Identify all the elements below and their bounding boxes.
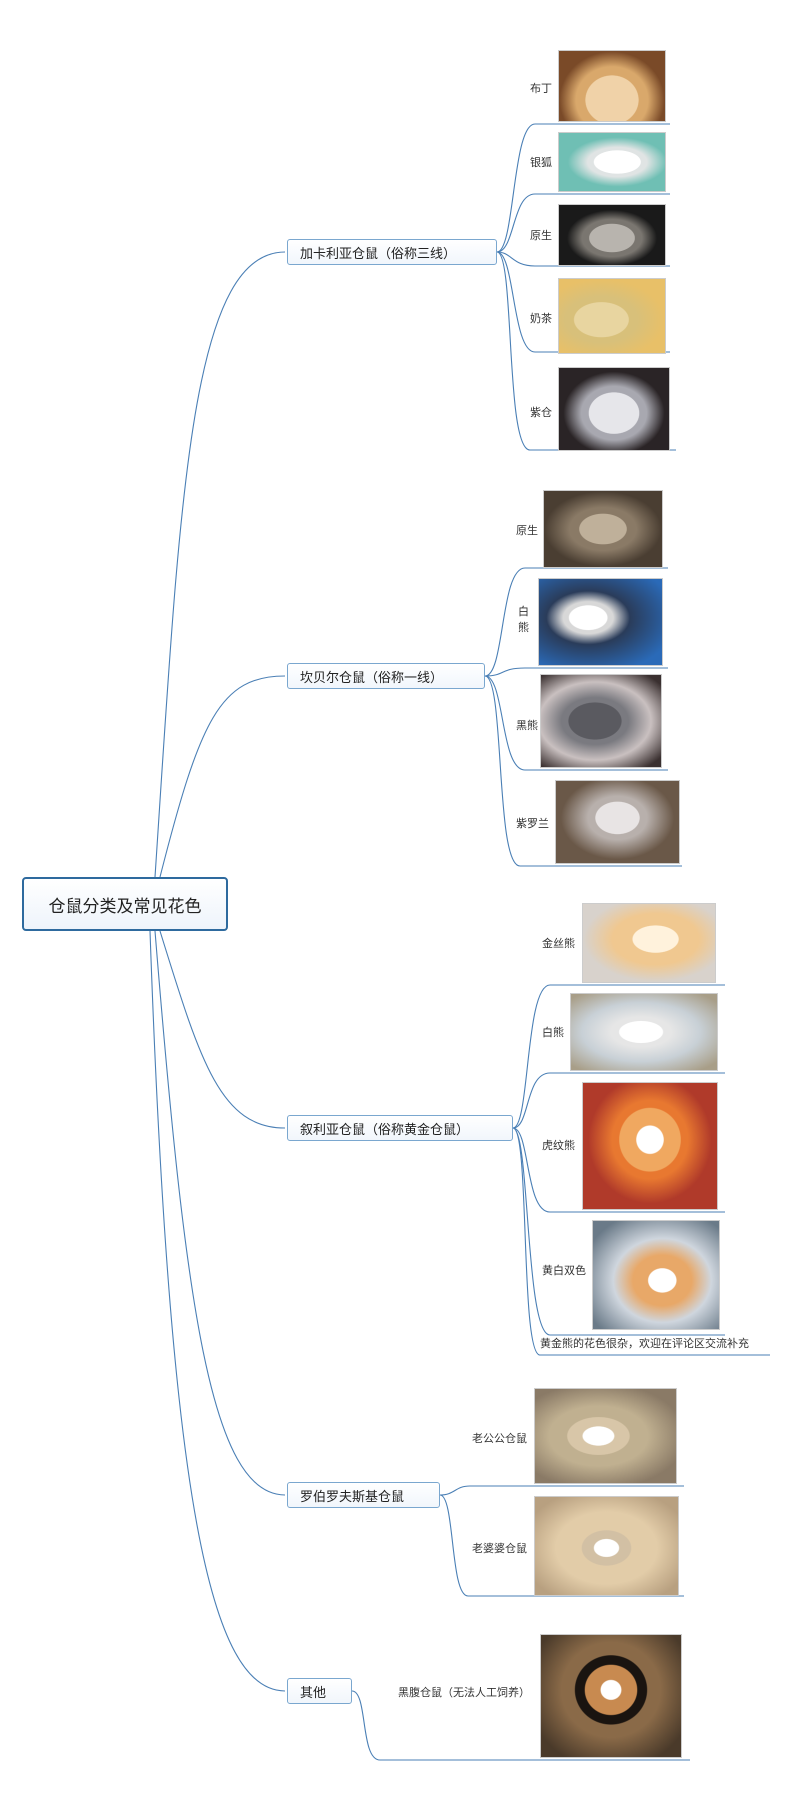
- branch-node-campbell-one-line[interactable]: 坎贝尔仓鼠（俗称一线）: [287, 663, 485, 689]
- pudding-hamster-photo: [558, 50, 666, 122]
- leaf-label: 布丁: [530, 82, 552, 95]
- branch-node-other[interactable]: 其他: [287, 1678, 352, 1704]
- root-node[interactable]: 仓鼠分类及常见花色: [22, 877, 228, 931]
- black-bellied-hamster-photo: [540, 1634, 682, 1758]
- leaf-label: 白熊: [518, 605, 529, 634]
- leaf-label: 奶茶: [530, 312, 552, 325]
- leaf-label: 虎纹熊: [542, 1139, 575, 1152]
- two-tone-hamster-photo: [592, 1220, 720, 1330]
- wild-type-hamster-photo: [558, 204, 666, 266]
- branch-node-syrian-golden[interactable]: 叙利亚仓鼠（俗称黄金仓鼠）: [287, 1115, 513, 1141]
- syrian-color-note: 黄金熊的花色很杂，欢迎在评论区交流补充: [540, 1337, 749, 1350]
- golden-hamster-photo: [582, 903, 716, 983]
- leaf-label: 黑熊: [516, 719, 538, 732]
- old-lady-hamster-photo: [534, 1496, 679, 1596]
- leaf-label: 黑腹仓鼠（无法人工饲养）: [398, 1686, 530, 1699]
- white-bear-hamster-photo: [570, 993, 718, 1071]
- leaf-label: 银狐: [530, 156, 552, 169]
- branch-node-campbell-dwarf-three-line[interactable]: 加卡利亚仓鼠（俗称三线）: [287, 239, 497, 265]
- tiger-stripe-hamster-photo: [582, 1082, 718, 1210]
- branch-label: 坎贝尔仓鼠（俗称一线）: [300, 670, 444, 686]
- branch-label: 罗伯罗夫斯基仓鼠: [300, 1489, 405, 1505]
- branch-label: 加卡利亚仓鼠（俗称三线）: [300, 246, 457, 262]
- leaf-label: 原生: [516, 524, 538, 537]
- leaf-label: 老婆婆仓鼠: [472, 1542, 527, 1555]
- leaf-label: 黄白双色: [542, 1264, 586, 1277]
- leaf-label: 紫罗兰: [516, 817, 549, 830]
- white-bear-hamster-photo: [538, 578, 663, 666]
- leaf-label: 紫仓: [530, 406, 552, 419]
- leaf-label: 金丝熊: [542, 937, 575, 950]
- milk-tea-hamster-photo: [558, 278, 666, 354]
- black-bear-hamster-photo: [540, 674, 662, 768]
- old-man-hamster-photo: [534, 1388, 677, 1484]
- purple-hamster-photo: [558, 367, 670, 451]
- silver-fox-hamster-photo: [558, 132, 666, 192]
- violet-hamster-photo: [555, 780, 680, 864]
- leaf-label: 老公公仓鼠: [472, 1432, 527, 1445]
- branch-node-roborovski[interactable]: 罗伯罗夫斯基仓鼠: [287, 1482, 440, 1508]
- root-label: 仓鼠分类及常见花色: [48, 896, 202, 917]
- leaf-label: 原生: [530, 229, 552, 242]
- branch-label: 其他: [300, 1685, 327, 1701]
- branch-label: 叙利亚仓鼠（俗称黄金仓鼠）: [300, 1122, 470, 1138]
- wild-type-hamster-photo: [543, 490, 663, 568]
- leaf-label: 白熊: [542, 1026, 564, 1039]
